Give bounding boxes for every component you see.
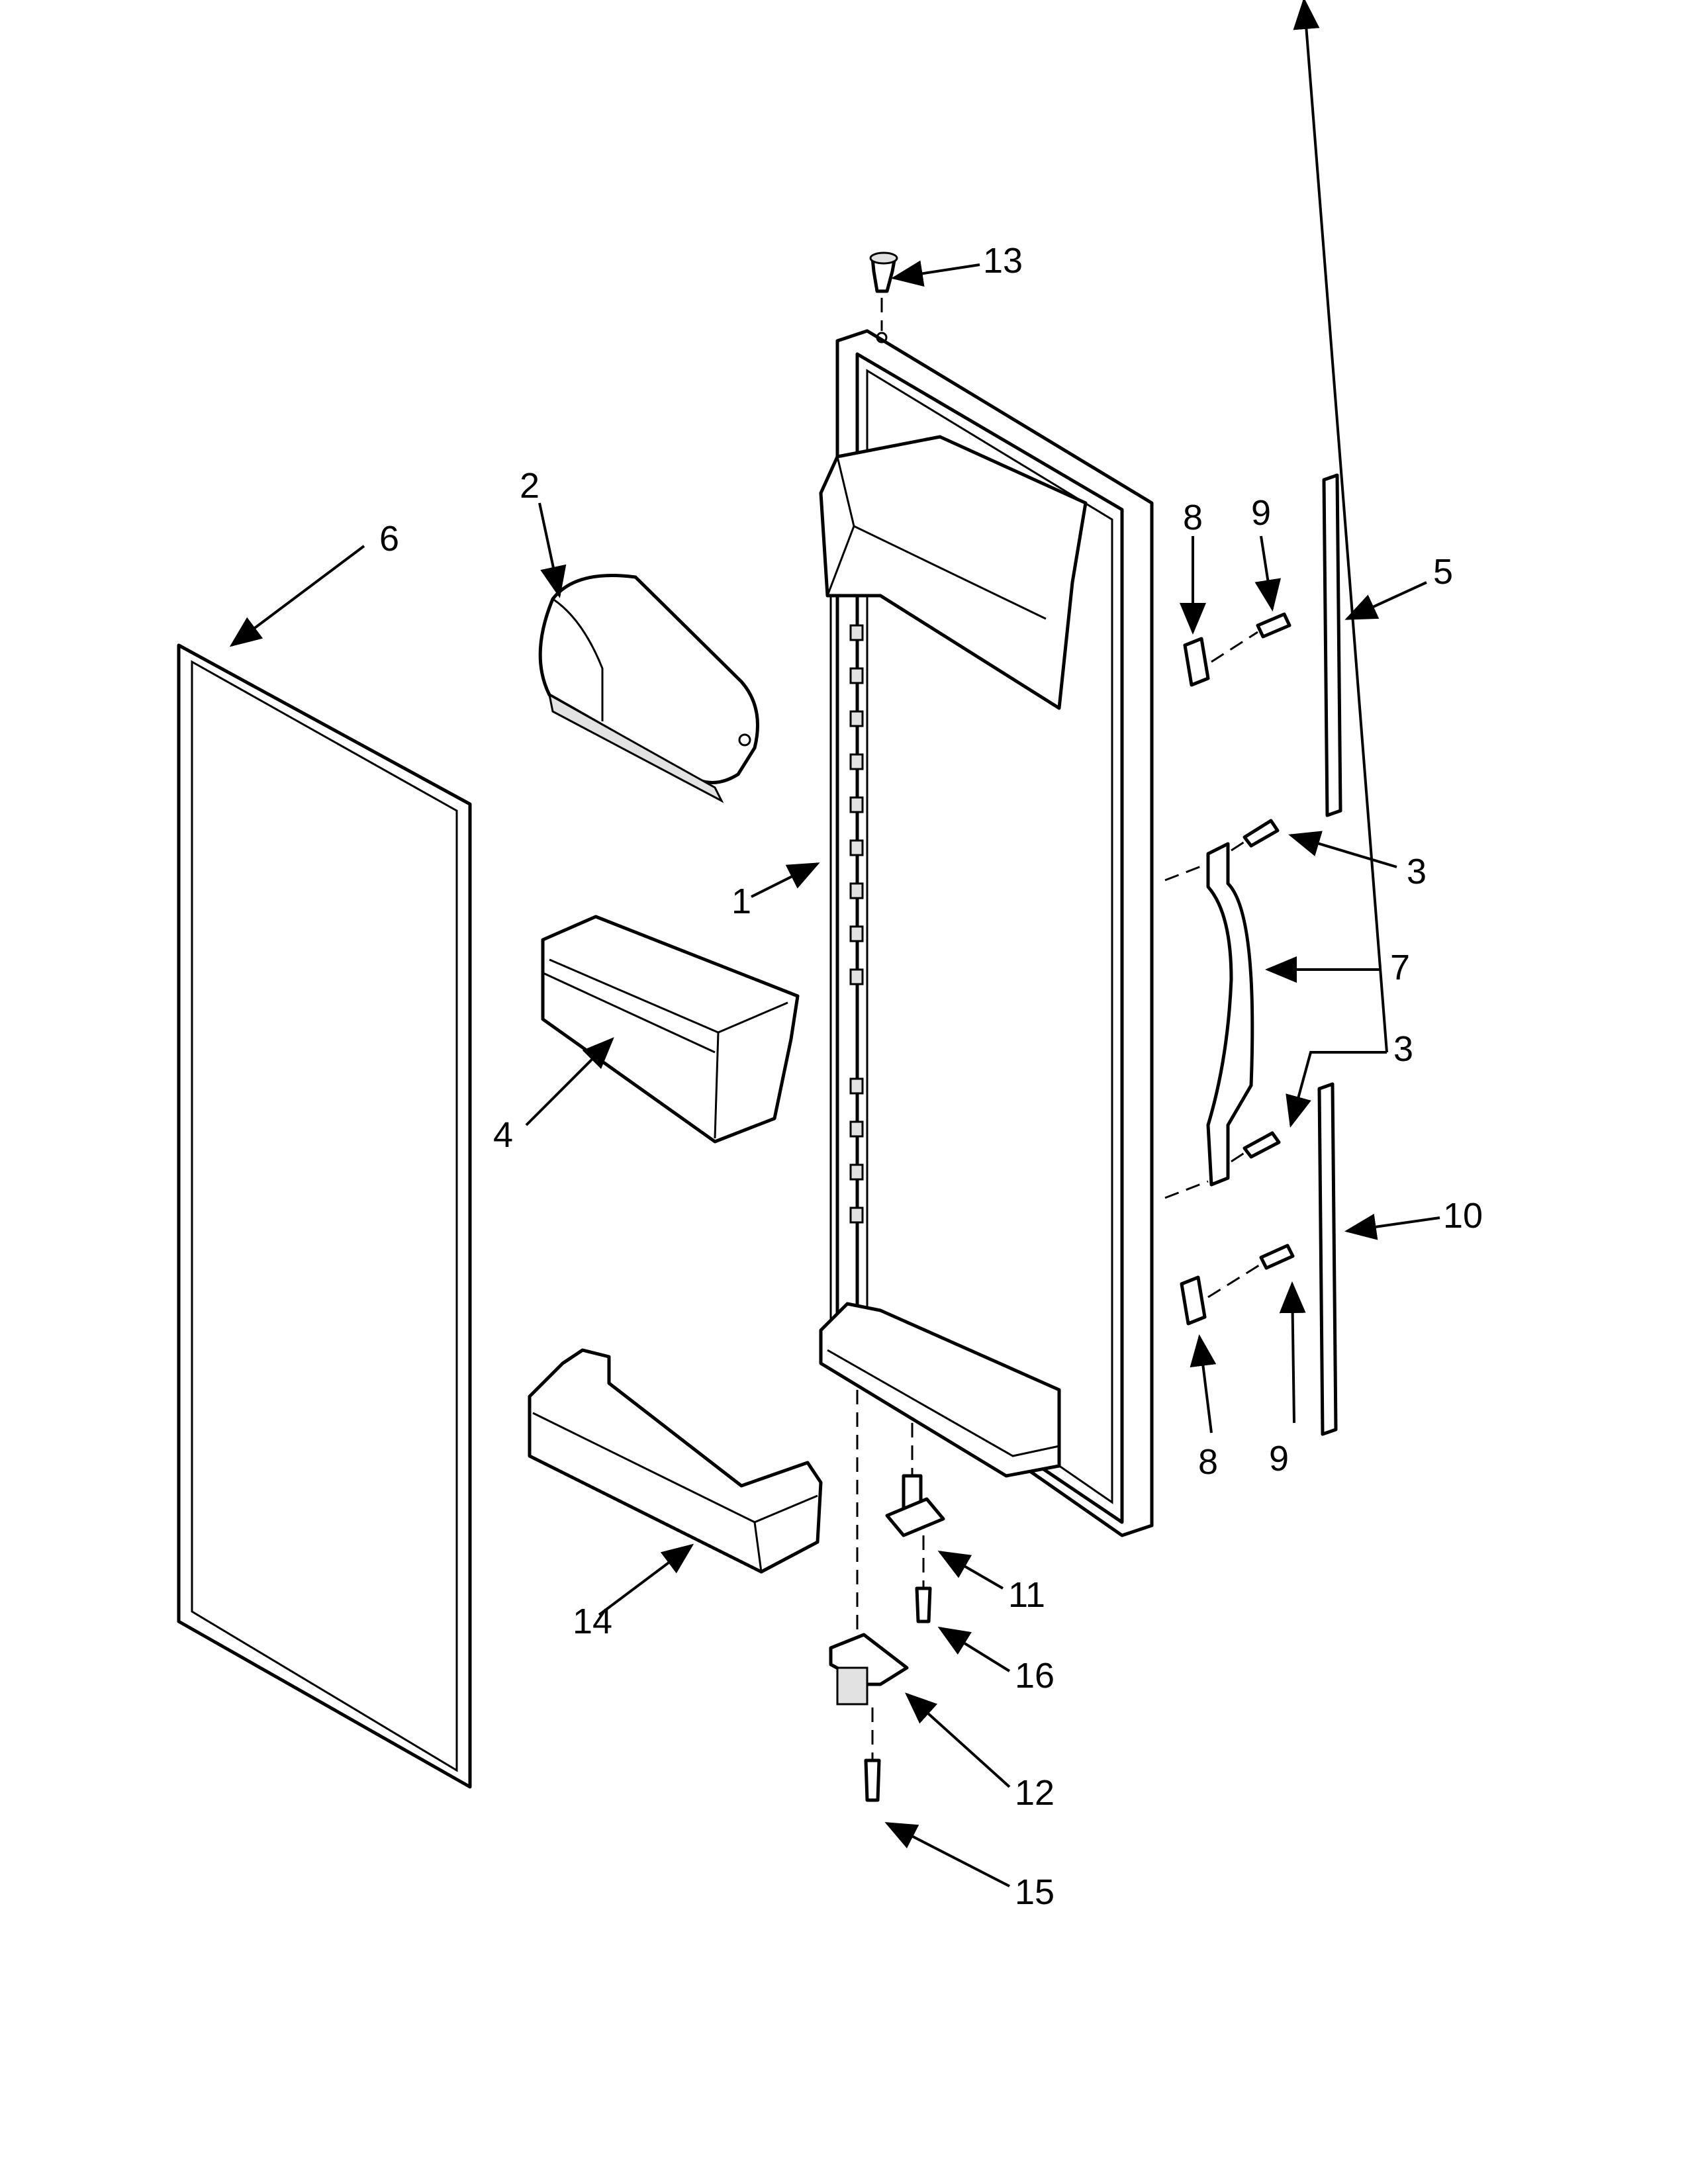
door-handle	[1164, 842, 1254, 1199]
callout-9-lower: 9	[1269, 1439, 1289, 1479]
callout-arrow-2	[538, 502, 567, 598]
callout-arrow-11	[937, 1550, 1004, 1590]
callout-7: 7	[1390, 948, 1410, 987]
callout-3-lower: 3	[1393, 1029, 1413, 1069]
callout-15: 14	[573, 1602, 612, 1641]
callout-arrow-4	[525, 1037, 614, 1126]
callout-5: 5	[1433, 552, 1453, 592]
callout-16: 16	[1015, 1656, 1055, 1696]
trim-strip-lower	[1317, 1082, 1338, 1436]
hinge-screw-12	[864, 1707, 881, 1802]
callout-arrow-14	[891, 260, 980, 287]
clip-lower	[1180, 1275, 1207, 1326]
callout-arrow-6	[229, 545, 365, 647]
lower-door-bin	[528, 1348, 823, 1574]
callout-arrow-3-lower-a	[1293, 0, 1388, 1053]
callout-arrow-13	[905, 1692, 1011, 1788]
hinge-bracket-13	[829, 1390, 909, 1706]
callout-14: 13	[983, 241, 1023, 281]
callout-arrow-15	[598, 1543, 694, 1616]
hinge-screw-16	[915, 1535, 932, 1623]
callout-8-lower: 8	[1198, 1442, 1218, 1482]
hinge-pin	[885, 1423, 945, 1537]
callout-4: 4	[493, 1115, 513, 1155]
door-bin	[541, 915, 800, 1144]
callout-arrow-5	[1344, 581, 1427, 620]
callout-arrow-8-lower	[1190, 1334, 1217, 1433]
clip-upper	[1183, 637, 1210, 687]
callout-10: 10	[1443, 1196, 1483, 1236]
callout-1: 1	[731, 882, 751, 921]
callout-6: 6	[379, 519, 399, 559]
callout-2: 2	[520, 466, 539, 506]
callout-8-upper: 8	[1183, 498, 1203, 537]
callout-3-upper: 3	[1407, 852, 1427, 891]
callout-13: 12	[1015, 1773, 1055, 1813]
trim-strip-upper	[1322, 473, 1342, 817]
handle-screw-lower	[1231, 1131, 1281, 1163]
handle-screw-upper	[1231, 819, 1280, 852]
shelf-studs	[849, 624, 864, 1224]
callout-arrow-3-lower	[1286, 1051, 1387, 1128]
callout-11: 11	[1008, 1575, 1045, 1615]
callout-9-upper: 9	[1251, 493, 1271, 533]
door-assembly	[819, 329, 1154, 1537]
door-gasket	[177, 643, 472, 1789]
callout-arrow-10	[1344, 1213, 1440, 1240]
callout-12: 15	[1015, 1872, 1055, 1912]
door-plug	[869, 251, 898, 343]
callout-arrow-9-upper	[1254, 535, 1282, 612]
screw-upper-9	[1211, 612, 1291, 663]
dairy-door	[538, 574, 759, 803]
screw-lower-9	[1207, 1244, 1295, 1298]
callout-arrow-9-lower	[1279, 1281, 1306, 1424]
callout-arrow-12	[884, 1822, 1010, 1888]
callout-arrow-16	[937, 1626, 1011, 1672]
callout-arrow-3-upper	[1288, 831, 1397, 868]
callout-arrow-1	[751, 862, 820, 898]
